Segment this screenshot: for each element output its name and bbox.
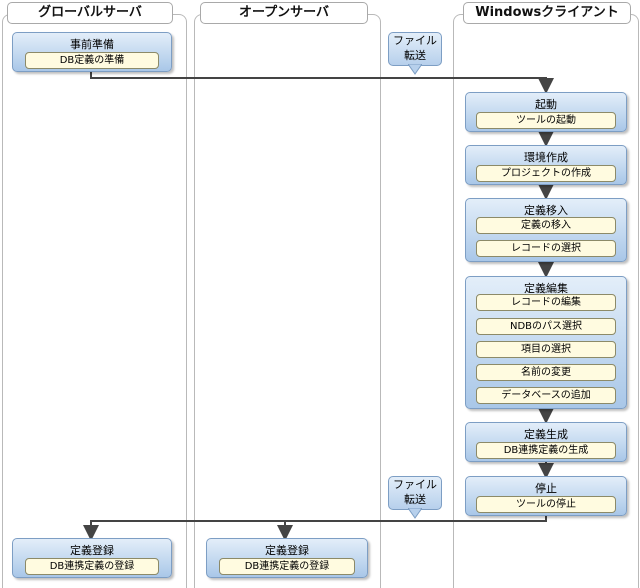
lane-global-server <box>2 14 187 588</box>
lane-header-windows-client: Windowsクライアント <box>463 2 631 24</box>
group-register-global: 定義登録 DB連携定義の登録 <box>12 538 172 578</box>
lane-header-open-server: オープンサーバ <box>200 2 368 24</box>
step-register-db-link-definition: DB連携定義の登録 <box>219 558 355 575</box>
group-prep-title: 事前準備 <box>70 38 114 51</box>
step-select-record: レコードの選択 <box>476 240 616 257</box>
group-env: 環境作成 プロジェクトの作成 <box>465 145 627 185</box>
group-generate-title: 定義生成 <box>524 428 568 441</box>
group-env-title: 環境作成 <box>524 151 568 164</box>
step-select-ndb-path: NDBのパス選択 <box>476 318 616 335</box>
lane-header-global-server: グローバルサーバ <box>7 2 173 24</box>
group-register-open: 定義登録 DB連携定義の登録 <box>206 538 368 578</box>
file-transfer-callout: ファイル 転送 <box>388 476 442 510</box>
group-migrate: 定義移入 定義の移入 レコードの選択 <box>465 198 627 262</box>
file-transfer-callout: ファイル 転送 <box>388 32 442 66</box>
callout-pointer <box>408 508 422 519</box>
step-prepare-db-definition: DB定義の準備 <box>25 52 159 69</box>
step-rename: 名前の変更 <box>476 364 616 381</box>
step-create-project: プロジェクトの作成 <box>476 165 616 182</box>
file-transfer-label-2: 転送 <box>404 49 426 62</box>
file-transfer-label-2: 転送 <box>404 493 426 506</box>
step-start-tool: ツールの起動 <box>476 112 616 129</box>
group-stop-title: 停止 <box>535 482 557 495</box>
lane-open-server <box>194 14 381 588</box>
group-edit: 定義編集 レコードの編集 NDBのパス選択 項目の選択 名前の変更 データベース… <box>465 276 627 409</box>
step-generate-db-link-definition: DB連携定義の生成 <box>476 442 616 459</box>
step-register-db-link-definition: DB連携定義の登録 <box>25 558 159 575</box>
group-prep: 事前準備 DB定義の準備 <box>12 32 172 72</box>
step-add-database: データベースの追加 <box>476 387 616 404</box>
group-register-global-title: 定義登録 <box>70 544 114 557</box>
file-transfer-label-1: ファイル <box>393 34 437 47</box>
group-register-open-title: 定義登録 <box>265 544 309 557</box>
group-startup: 起動 ツールの起動 <box>465 92 627 132</box>
group-startup-title: 起動 <box>535 98 557 111</box>
group-generate: 定義生成 DB連携定義の生成 <box>465 422 627 462</box>
step-select-item: 項目の選択 <box>476 341 616 358</box>
step-edit-record: レコードの編集 <box>476 294 616 311</box>
callout-pointer <box>408 64 422 75</box>
step-import-definition: 定義の移入 <box>476 217 616 234</box>
group-edit-title: 定義編集 <box>524 282 568 295</box>
arrow-prep-to-startup <box>90 72 554 94</box>
group-stop: 停止 ツールの停止 <box>465 476 627 516</box>
step-stop-tool: ツールの停止 <box>476 496 616 513</box>
file-transfer-label-1: ファイル <box>393 478 437 491</box>
group-migrate-title: 定義移入 <box>524 204 568 217</box>
arrow-stop-to-register <box>83 514 547 541</box>
